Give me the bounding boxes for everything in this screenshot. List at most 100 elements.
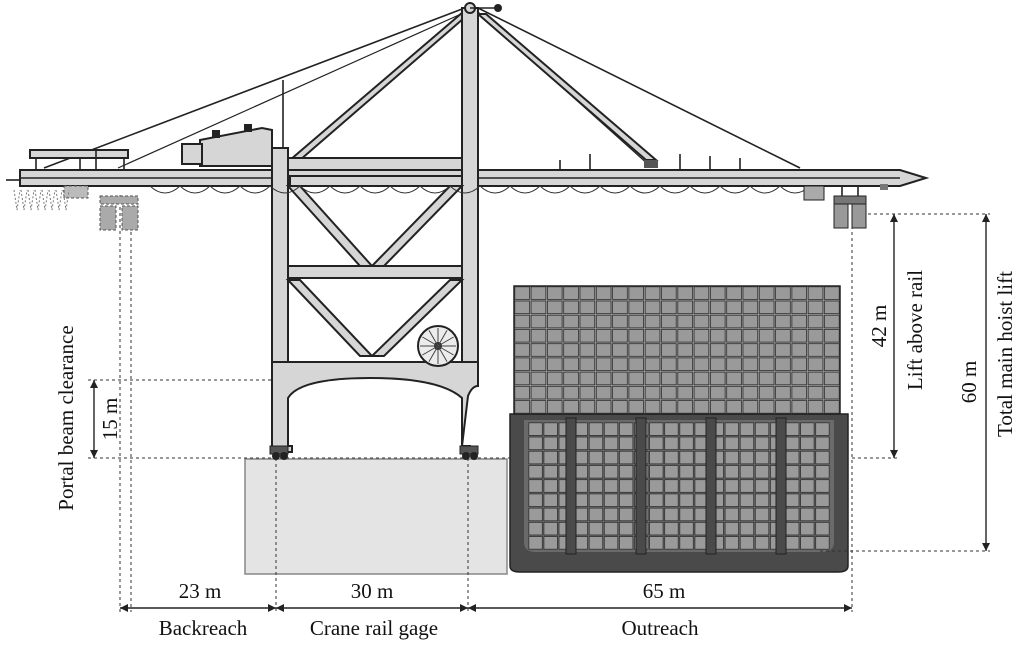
deck-container <box>530 400 547 414</box>
deck-container <box>514 385 530 400</box>
hold-container <box>754 450 770 465</box>
deck-container <box>595 385 612 400</box>
hold-container <box>603 465 619 479</box>
hold-container <box>649 536 664 550</box>
deck-container <box>547 371 563 386</box>
hold-container <box>754 507 770 522</box>
deck-container <box>693 385 710 400</box>
hold-container <box>588 536 604 550</box>
hold-container <box>619 507 634 522</box>
deck-container <box>579 314 596 329</box>
hold-container <box>603 493 619 507</box>
hold-container <box>543 479 558 493</box>
deck-container <box>758 371 775 386</box>
hold-container <box>754 536 770 550</box>
deck-container <box>758 329 775 343</box>
hold-container <box>785 450 800 465</box>
hold-container <box>739 493 755 507</box>
hold-container <box>785 479 800 493</box>
deck-container <box>807 343 824 357</box>
deck-container <box>644 400 661 414</box>
hold-container <box>724 507 739 522</box>
deck-container <box>661 286 677 300</box>
hold-container <box>528 521 543 536</box>
hold-container <box>800 450 815 465</box>
hold-container <box>528 465 543 479</box>
deck-container <box>612 343 628 357</box>
deck-container <box>693 343 710 357</box>
deck-container <box>628 329 645 343</box>
deck-container <box>644 357 661 371</box>
deck-container <box>710 357 726 371</box>
deck-container <box>547 286 563 300</box>
hold-container <box>800 521 815 536</box>
lower-portal-beam <box>271 361 479 453</box>
backreach-value: 23 m <box>179 579 222 603</box>
deck-container <box>710 314 726 329</box>
deck-container <box>742 343 759 357</box>
lift-above-rail-value: 42 m <box>867 305 891 348</box>
deck-container <box>563 385 579 400</box>
deck-container <box>758 314 775 329</box>
deck-container <box>595 371 612 386</box>
hold-container <box>649 493 664 507</box>
deck-container <box>628 385 645 400</box>
hold-container <box>724 450 739 465</box>
deck-container <box>726 329 742 343</box>
deck-container <box>824 385 840 400</box>
backreach-platform <box>29 149 129 159</box>
hold-container <box>785 465 800 479</box>
hold-container <box>724 521 739 536</box>
hold-container <box>679 422 694 436</box>
deck-container <box>807 314 824 329</box>
deck-container <box>579 300 596 315</box>
hold-container <box>543 436 558 451</box>
hold-container <box>619 493 634 507</box>
hold-container <box>785 507 800 522</box>
hold-container <box>800 436 815 451</box>
rail-gage-label: Crane rail gage <box>310 616 438 640</box>
spreader-backreach <box>13 185 139 231</box>
deck-container <box>644 286 661 300</box>
deck-container <box>677 400 693 414</box>
hold-bulkhead <box>705 417 717 555</box>
deck-container <box>514 371 530 386</box>
middle-tie-beam <box>287 265 463 279</box>
hold-container <box>754 479 770 493</box>
hold-container <box>664 493 679 507</box>
quay-apron <box>244 458 508 575</box>
deck-container <box>677 371 693 386</box>
deck-container <box>742 300 759 315</box>
hold-container <box>603 436 619 451</box>
hold-container <box>724 536 739 550</box>
landside-bogie <box>269 445 289 460</box>
deck-container <box>693 329 710 343</box>
brace-upper-left <box>285 185 375 267</box>
hold-container <box>679 436 694 451</box>
deck-container <box>775 286 791 300</box>
deck-container <box>579 357 596 371</box>
hold-container <box>815 493 830 507</box>
brace-upper-right <box>369 185 465 267</box>
deck-container <box>612 300 628 315</box>
deck-container <box>742 385 759 400</box>
deck-container <box>710 329 726 343</box>
deck-container <box>530 300 547 315</box>
deck-container <box>563 343 579 357</box>
hold-container <box>528 536 543 550</box>
hold-container <box>815 536 830 550</box>
hold-container <box>603 521 619 536</box>
hold-container <box>649 521 664 536</box>
deck-container <box>579 286 596 300</box>
deck-container <box>595 400 612 414</box>
hold-container <box>649 450 664 465</box>
hold-container <box>679 493 694 507</box>
hold-container <box>815 479 830 493</box>
hold-container <box>619 450 634 465</box>
backreach-label: Backreach <box>159 616 248 640</box>
deck-container <box>710 300 726 315</box>
rail-gage-value: 30 m <box>351 579 394 603</box>
deck-container <box>693 371 710 386</box>
deck-container <box>824 329 840 343</box>
hold-container <box>619 436 634 451</box>
